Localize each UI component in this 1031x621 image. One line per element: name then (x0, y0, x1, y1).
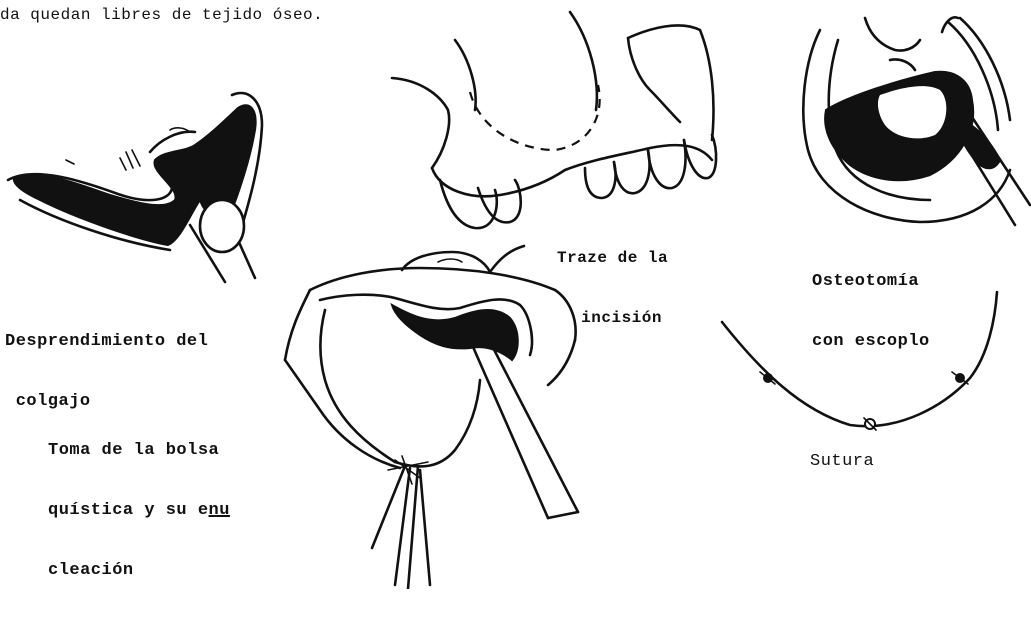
incision-caption-line-1: Traze de la (557, 248, 668, 268)
incision-caption-line-2: incisión (557, 308, 668, 328)
flap-caption-line-1: Desprendimiento del (5, 332, 208, 352)
enucleation-caption-line-1: Toma de la bolsa (48, 441, 230, 461)
enucleation-caption-line-3: cleación (48, 561, 230, 581)
enucleation-caption-underlined: nu (209, 501, 230, 520)
flap-detachment-drawing (8, 93, 262, 282)
osteotomy-caption-line-2: con escoplo (812, 332, 930, 352)
surgical-illustration-page: da quedan libres de tejido óseo. Traze d… (0, 0, 1031, 589)
incision-trace-drawing (392, 12, 716, 228)
osteotomy-caption-line-1: Osteotomía (812, 272, 930, 292)
enucleation-caption-line-2-prefix: quística y su e (48, 501, 209, 520)
header-text: da quedan libres de tejido óseo. (0, 5, 323, 25)
enucleation-caption: Toma de la bolsa quística y su enu cleac… (48, 401, 230, 621)
incision-caption: Traze de la incisión (557, 208, 668, 368)
osteotomy-drawing (803, 17, 1030, 225)
enucleation-caption-line-2: quística y su enu (48, 501, 230, 521)
enucleation-drawing (285, 246, 578, 589)
osteotomy-caption: Osteotomía con escoplo (812, 232, 930, 392)
suture-caption: Sutura (810, 452, 874, 472)
